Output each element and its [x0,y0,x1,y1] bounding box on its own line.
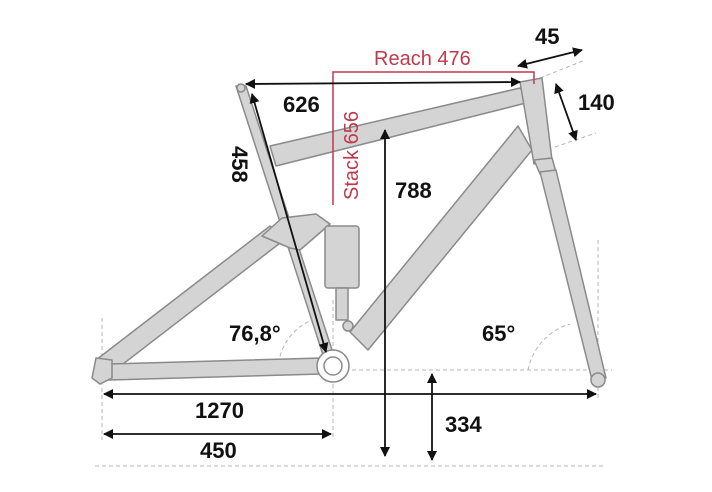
wheelbase-label: 1270 [195,398,244,423]
reach-line [332,71,535,205]
top-tube-arrow [245,77,521,89]
chainstay-label: 450 [200,438,237,463]
rear-dropout [91,357,113,385]
top-tube-label: 626 [283,92,320,117]
headtube-offset-arrow [517,47,583,69]
stack-label: Stack 656 [341,111,363,200]
fork-leg [539,169,607,381]
chain-stay [107,357,323,381]
front-dropout [590,372,606,388]
headtube-length-arrow [554,83,578,141]
reach-label: Reach 476 [374,48,471,70]
dimension-arrows [103,47,597,461]
seat-tube-arrow [249,93,329,353]
bb-height-label: 334 [445,412,482,437]
headtube-offset-label: 45 [535,24,559,49]
headtube-top-guide [539,59,586,79]
shock-mount [342,320,354,332]
down-tube [349,125,533,351]
head-angle-arc [527,323,571,371]
seat-top [236,83,246,93]
headtube-length-label: 140 [578,90,615,115]
reach-stack-bracket [332,71,535,205]
shock-body [335,287,349,321]
rear-shock [324,225,360,289]
frame-height-label: 788 [395,178,432,203]
head-angle-label: 65° [482,321,515,346]
seat-angle-label: 76,8° [229,321,281,346]
seat-tube-label: 458 [227,146,252,183]
seat-stay [95,225,285,375]
bb-inner [323,356,343,376]
